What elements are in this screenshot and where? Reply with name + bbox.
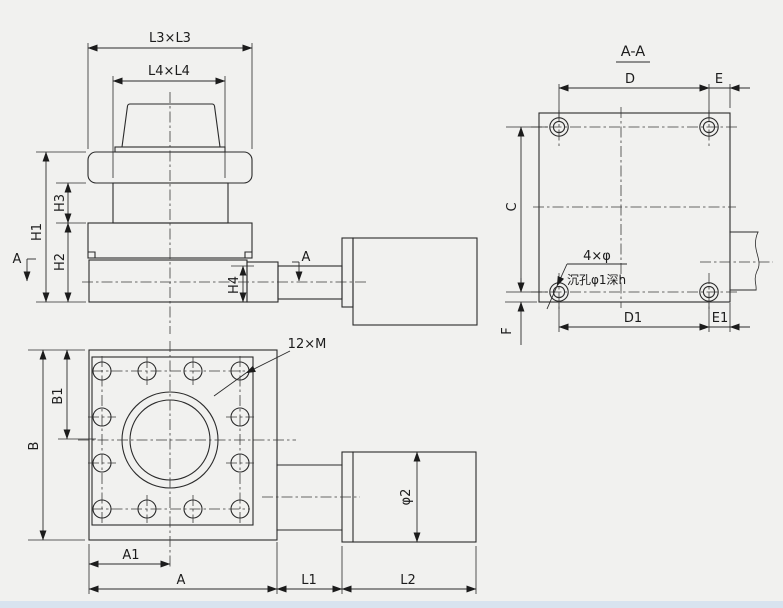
dim-label-l4: L4×L4 <box>148 64 190 79</box>
window-edge-strip <box>0 601 783 608</box>
dim-label-h1: H1 <box>30 223 45 241</box>
section-letter-left: A <box>13 252 22 267</box>
dim-l3: L3×L3 <box>87 31 253 149</box>
section-cut-mark-right: A <box>292 250 311 282</box>
plan-outer-square <box>88 349 278 541</box>
dim-h4: H4 <box>227 265 254 303</box>
section-title-text: A-A <box>621 44 646 60</box>
front-view-centerlines <box>82 92 366 334</box>
dim-label-phi2: φ2 <box>399 489 414 506</box>
dim-label-h4: H4 <box>227 276 242 294</box>
dim-h1: H1 <box>30 151 86 303</box>
section-title: A-A <box>616 44 650 63</box>
section-body-outline <box>538 112 731 303</box>
dim-phi2: φ2 <box>399 451 421 543</box>
motor-body <box>352 237 478 326</box>
section-broken-shaft <box>729 231 760 291</box>
dim-label-e1: E1 <box>712 311 729 326</box>
dim-l2: L2 <box>341 546 477 594</box>
top-knob <box>121 103 221 148</box>
section-centerlines <box>531 107 738 311</box>
section-cut-mark-left: A <box>13 252 36 282</box>
section-view-aa: A-A <box>500 44 773 345</box>
dim-e1: E1 <box>696 311 750 331</box>
dim-label-a1: A1 <box>122 548 139 563</box>
dim-label-a: A <box>177 573 186 588</box>
plan-inner-square <box>91 356 254 526</box>
dim-f: F <box>500 278 537 345</box>
dim-label-f: F <box>500 327 515 334</box>
dim-h2: H2 <box>53 222 72 303</box>
front-view: L3×L3 L4×L4 H1 H3 H2 <box>13 31 478 334</box>
dim-label-h2: H2 <box>53 253 68 271</box>
dim-label-l2: L2 <box>400 573 416 588</box>
thread-callout-text: 12×M <box>288 337 327 352</box>
wide-block-notch-right <box>244 251 252 259</box>
plan-view: 12×M B B1 A1 A L1 <box>27 337 477 594</box>
dim-b1: B1 <box>51 349 96 440</box>
dim-e: E <box>696 72 750 108</box>
dim-label-l3: L3×L3 <box>149 31 191 46</box>
hole-callout-count: 4×φ <box>583 249 611 264</box>
section-letter-right: A <box>302 250 311 265</box>
hole-callout-counterbore: 沉孔φ1深h <box>567 273 626 287</box>
dim-c: C <box>505 126 548 293</box>
dim-label-d1: D1 <box>624 311 642 326</box>
hole-callout: 4×φ 沉孔φ1深h <box>546 249 627 310</box>
dim-label-e: E <box>715 72 723 87</box>
thread-callout: 12×M <box>213 337 327 397</box>
dim-a: A <box>88 542 278 594</box>
dim-d1: D1 <box>558 303 731 332</box>
dim-label-h3: H3 <box>53 194 68 212</box>
dim-l4: L4×L4 <box>112 64 226 178</box>
dim-b: B <box>27 349 85 541</box>
dim-label-b: B <box>27 442 42 451</box>
dim-d: D <box>558 72 710 118</box>
dim-label-l1: L1 <box>301 573 317 588</box>
wide-block-notch-left <box>88 251 96 259</box>
dim-label-b1: B1 <box>51 387 66 404</box>
dim-label-d: D <box>625 72 635 87</box>
plan-centerlines <box>78 341 360 568</box>
dim-label-c: C <box>505 202 520 211</box>
